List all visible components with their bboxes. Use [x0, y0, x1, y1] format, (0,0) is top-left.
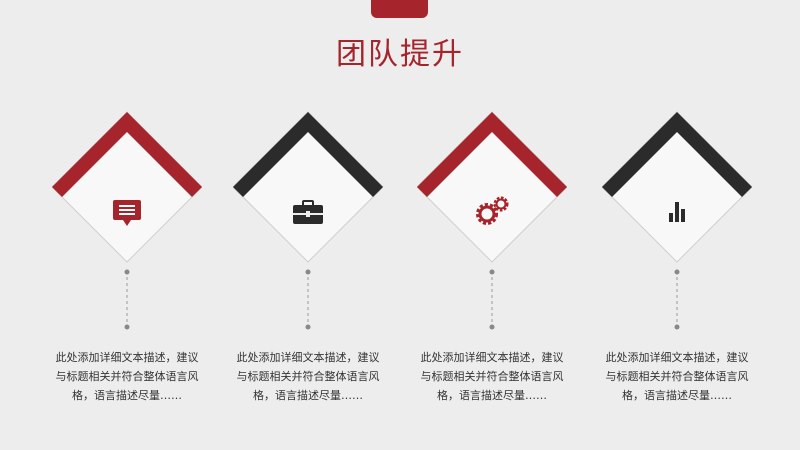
team-card-4: 此处添加详细文本描述，建议与标题相关并符合整体语言风格，语言描述尽量……: [602, 0, 752, 450]
bar-chart-icon: [669, 202, 685, 222]
page-title: 团队提升: [336, 37, 464, 72]
diamond-frame: [417, 111, 567, 330]
gears-icon: [476, 196, 509, 225]
card-description: 此处添加详细文本描述，建议与标题相关并符合整体语言风格，语言描述尽量……: [236, 351, 380, 402]
briefcase-icon: [293, 200, 323, 224]
diamond-frame: [602, 111, 752, 330]
card-description: 此处添加详细文本描述，建议与标题相关并符合整体语言风格，语言描述尽量……: [420, 351, 564, 402]
card-description: 此处添加详细文本描述，建议与标题相关并符合整体语言风格，语言描述尽量……: [55, 351, 199, 402]
chat-bubble-icon: [113, 200, 141, 226]
team-card-2: 此处添加详细文本描述，建议与标题相关并符合整体语言风格，语言描述尽量……: [233, 0, 383, 450]
card-description: 此处添加详细文本描述，建议与标题相关并符合整体语言风格，语言描述尽量……: [605, 351, 749, 402]
team-card-1: 此处添加详细文本描述，建议与标题相关并符合整体语言风格，语言描述尽量……: [52, 0, 202, 450]
top-tab-decoration: [371, 0, 428, 18]
diamond-frame: [233, 111, 383, 330]
team-card-3: 此处添加详细文本描述，建议与标题相关并符合整体语言风格，语言描述尽量……: [417, 0, 567, 450]
diamond-frame: [52, 111, 202, 330]
